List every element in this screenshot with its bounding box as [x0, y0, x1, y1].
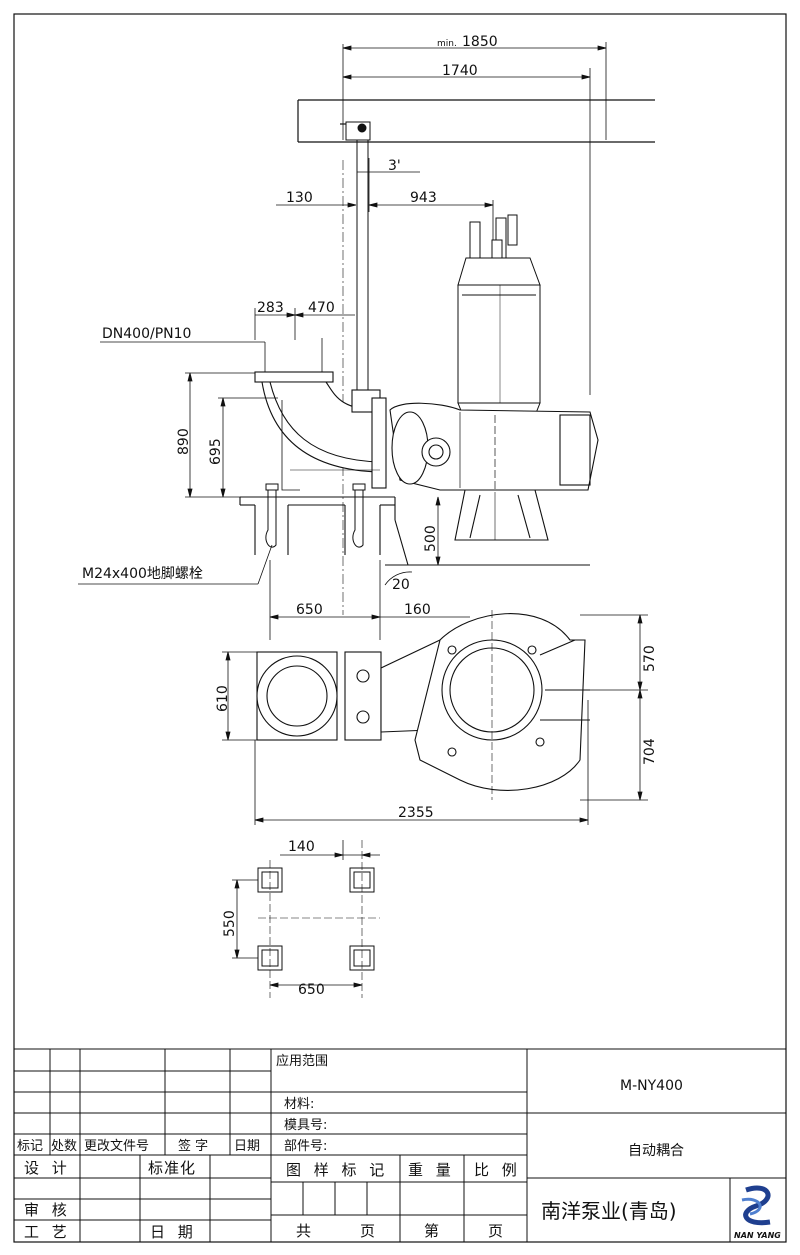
drawing-name: 自动耦合	[628, 1143, 684, 1159]
guide-rails	[342, 140, 369, 615]
page-label: 页	[360, 1222, 379, 1240]
guide-bracket	[345, 121, 371, 141]
dim-500: 500	[423, 525, 439, 552]
drawing-mark-label: 图 样 标 记	[286, 1161, 388, 1179]
height-dimensions	[185, 372, 441, 566]
page2-label: 页	[488, 1222, 507, 1240]
dim-140: 140	[288, 839, 315, 855]
bolt-leader	[78, 544, 273, 585]
rev-date-header: 日期	[234, 1139, 260, 1154]
dim-min-prefix: min.	[437, 39, 457, 49]
dim-130: 130	[286, 190, 313, 206]
dim-1740: 1740	[442, 63, 478, 79]
dim-610: 610	[215, 685, 231, 712]
inlet-dimensions	[254, 308, 355, 340]
dim-704: 704	[642, 738, 658, 765]
dim-2355: 2355	[398, 805, 434, 821]
part-no-label: 部件号:	[284, 1139, 327, 1154]
total-label: 共	[296, 1222, 315, 1240]
anchor-bolts	[265, 483, 366, 548]
dim-890: 890	[176, 428, 192, 455]
top-dimensions	[342, 42, 607, 395]
pump-motor	[457, 214, 541, 419]
material-label: 材料:	[284, 1097, 314, 1112]
review-label: 审 核	[24, 1201, 71, 1219]
sheet-label: 第	[424, 1222, 443, 1240]
dim-160: 160	[404, 602, 431, 618]
pipe-spec-label: DN400/PN10	[102, 326, 191, 342]
rail-dimensions	[276, 158, 494, 245]
company-name: 南洋泵业(青岛)	[541, 1199, 677, 1223]
rev-count-header: 处数	[51, 1139, 77, 1154]
logo-text: NAN YANG	[734, 1231, 781, 1240]
rev-docno-header: 更改文件号	[84, 1139, 149, 1154]
rev-signature-header: 签 字	[178, 1138, 208, 1154]
date2-label: 日 期	[150, 1223, 197, 1241]
discharge-elbow	[254, 371, 387, 491]
plan-dimensions	[222, 614, 648, 825]
drawing-frame	[13, 13, 787, 1243]
mold-no-label: 模具号:	[284, 1118, 327, 1133]
process-label: 工 艺	[24, 1223, 71, 1241]
hole-centerlines	[258, 840, 380, 998]
standard-label: 标准化	[148, 1159, 196, 1177]
dim-20-deg: 20	[392, 577, 410, 593]
angle-marks	[384, 571, 413, 586]
dim-283: 283	[257, 300, 284, 316]
weight-label: 重 量	[408, 1161, 455, 1179]
dim-1850: 1850	[462, 34, 498, 50]
title-block-grid	[14, 1048, 786, 1242]
dim-695: 695	[208, 438, 224, 465]
scale-label: 比 例	[474, 1161, 521, 1179]
dim-470: 470	[308, 300, 335, 316]
dim-570: 570	[642, 645, 658, 672]
scope-label: 应用范围	[276, 1053, 328, 1069]
foundation-holes	[257, 867, 375, 971]
pump-stand	[454, 489, 549, 541]
design-label: 设 计	[24, 1159, 71, 1177]
pipe-spec-leader	[100, 338, 323, 375]
dim-943: 943	[410, 190, 437, 206]
base-plate	[239, 496, 590, 566]
dim-650-bottom: 650	[298, 982, 325, 998]
hole-dimensions	[232, 840, 380, 988]
bolt-spec-label: M24x400地脚螺栓	[82, 566, 203, 582]
dim-550: 550	[222, 910, 238, 937]
rev-mark-header: 标记	[17, 1139, 43, 1154]
pump-casing	[389, 402, 599, 492]
plan-view	[256, 610, 590, 800]
plan-width-dims	[269, 560, 470, 640]
company-logo: NAN YANG	[734, 1185, 781, 1240]
dim-3-deg: 3'	[388, 158, 401, 174]
dim-650-top: 650	[296, 602, 323, 618]
model-number: M-NY400	[620, 1078, 683, 1094]
